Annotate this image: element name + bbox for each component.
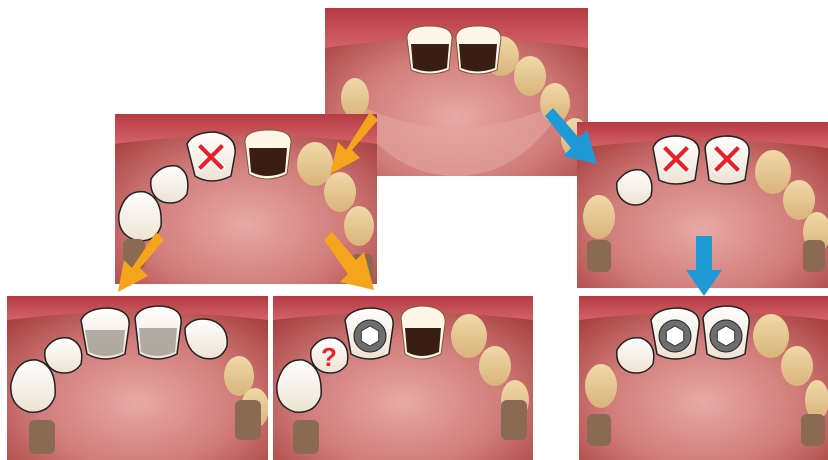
hex-implant-icon	[710, 320, 742, 352]
hex-implant-icon	[354, 320, 386, 352]
arrow-icon	[330, 112, 380, 176]
arrow-icon	[686, 236, 722, 296]
arrow-icon	[118, 232, 166, 294]
photo-panel-bottom-left	[7, 296, 268, 460]
arrow-icon	[545, 108, 599, 166]
arrow-icon	[324, 232, 376, 292]
dark-incisor	[401, 306, 445, 359]
question-mark-icon: ?	[321, 342, 337, 373]
photo-panel-bottom-right	[579, 296, 828, 460]
dark-incisor	[245, 130, 291, 179]
photo-panel-bottom-middle: ?	[273, 296, 533, 460]
hex-implant-icon	[659, 320, 691, 352]
